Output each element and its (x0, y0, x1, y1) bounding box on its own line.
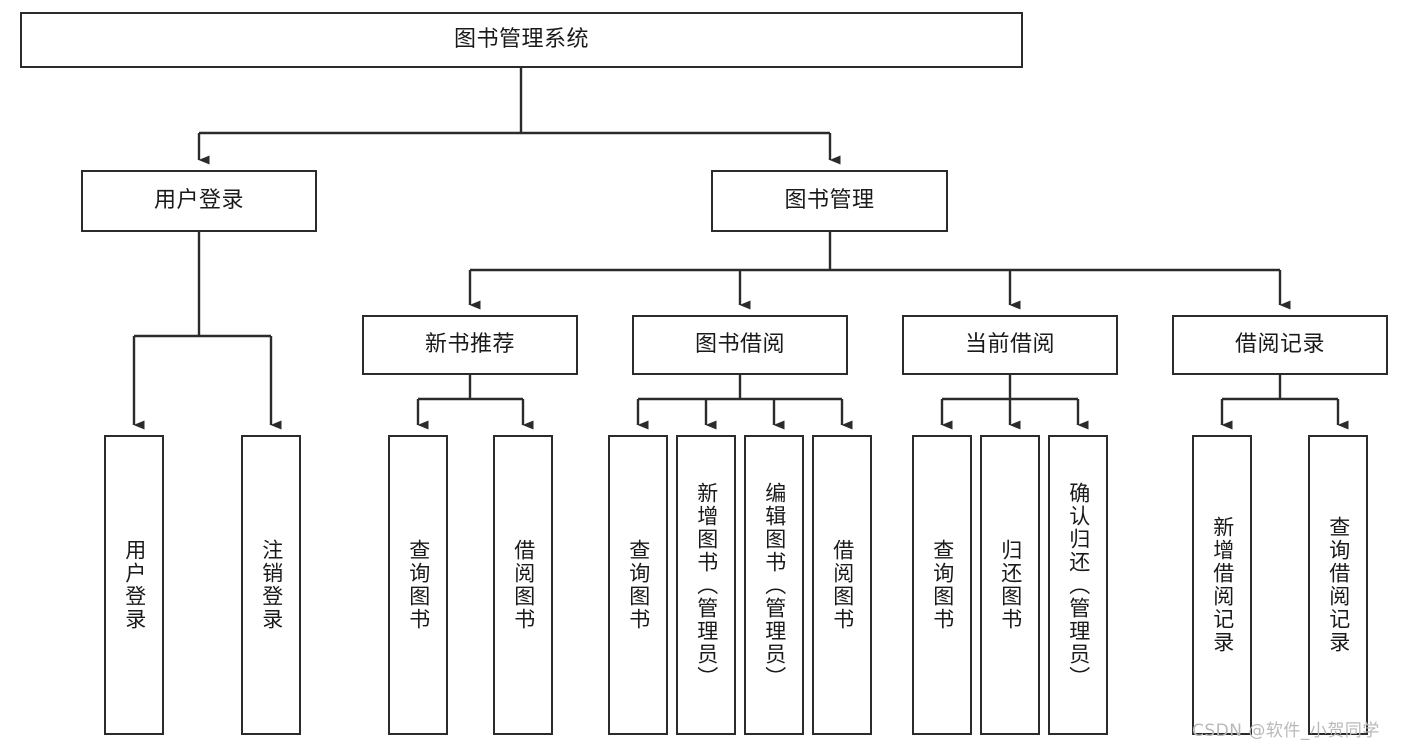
node-root[interactable]: 图书管理系统 (20, 12, 1023, 68)
node-leaf-return-book-label: 归还图书 (998, 539, 1023, 631)
node-leaf-return-book[interactable]: 归还图书 (980, 435, 1040, 735)
node-borrow-record[interactable]: 借阅记录 (1172, 315, 1388, 375)
node-user-login-label: 用户登录 (153, 188, 244, 213)
node-leaf-borrow-book-2-label: 借阅图书 (830, 539, 855, 631)
node-leaf-logout-login-label: 注销登录 (259, 539, 284, 631)
node-new-book-recommend-label: 新书推荐 (424, 332, 515, 357)
node-leaf-borrow-book-2[interactable]: 借阅图书 (812, 435, 872, 735)
node-leaf-query-record-label: 查询借阅记录 (1326, 516, 1351, 654)
node-leaf-logout-login[interactable]: 注销登录 (241, 435, 301, 735)
node-root-label: 图书管理系统 (453, 27, 589, 52)
node-leaf-query-book-1-label: 查询图书 (406, 539, 431, 631)
node-current-borrow[interactable]: 当前借阅 (902, 315, 1118, 375)
node-leaf-query-book-2[interactable]: 查询图书 (608, 435, 668, 735)
node-leaf-edit-book[interactable]: 编辑图书（管理员） (744, 435, 804, 735)
node-leaf-query-book-3-label: 查询图书 (930, 539, 955, 631)
node-leaf-query-book-1[interactable]: 查询图书 (388, 435, 448, 735)
node-leaf-query-record[interactable]: 查询借阅记录 (1308, 435, 1368, 735)
node-book-manage-label: 图书管理 (784, 188, 875, 213)
node-new-book-recommend[interactable]: 新书推荐 (362, 315, 578, 375)
node-book-borrow-label: 图书借阅 (694, 332, 785, 357)
node-leaf-add-record-label: 新增借阅记录 (1210, 516, 1235, 654)
node-leaf-confirm-return[interactable]: 确认归还（管理员） (1048, 435, 1108, 735)
node-leaf-query-book-2-label: 查询图书 (626, 539, 651, 631)
node-leaf-user-login[interactable]: 用户登录 (104, 435, 164, 735)
node-leaf-query-book-3[interactable]: 查询图书 (912, 435, 972, 735)
node-book-manage[interactable]: 图书管理 (711, 170, 948, 232)
node-leaf-borrow-book-1-label: 借阅图书 (511, 539, 536, 631)
node-book-borrow[interactable]: 图书借阅 (632, 315, 848, 375)
node-borrow-record-label: 借阅记录 (1234, 332, 1325, 357)
node-leaf-add-book-label: 新增图书（管理员） (694, 481, 719, 689)
node-current-borrow-label: 当前借阅 (964, 332, 1055, 357)
node-leaf-confirm-return-label: 确认归还（管理员） (1066, 481, 1091, 689)
node-leaf-borrow-book-1[interactable]: 借阅图书 (493, 435, 553, 735)
node-user-login[interactable]: 用户登录 (81, 170, 317, 232)
csdn-watermark: CSDN @软件_小贺同学 (1192, 721, 1380, 741)
node-leaf-edit-book-label: 编辑图书（管理员） (762, 481, 787, 689)
node-leaf-add-record[interactable]: 新增借阅记录 (1192, 435, 1252, 735)
node-leaf-user-login-label: 用户登录 (122, 539, 147, 631)
node-leaf-add-book[interactable]: 新增图书（管理员） (676, 435, 736, 735)
